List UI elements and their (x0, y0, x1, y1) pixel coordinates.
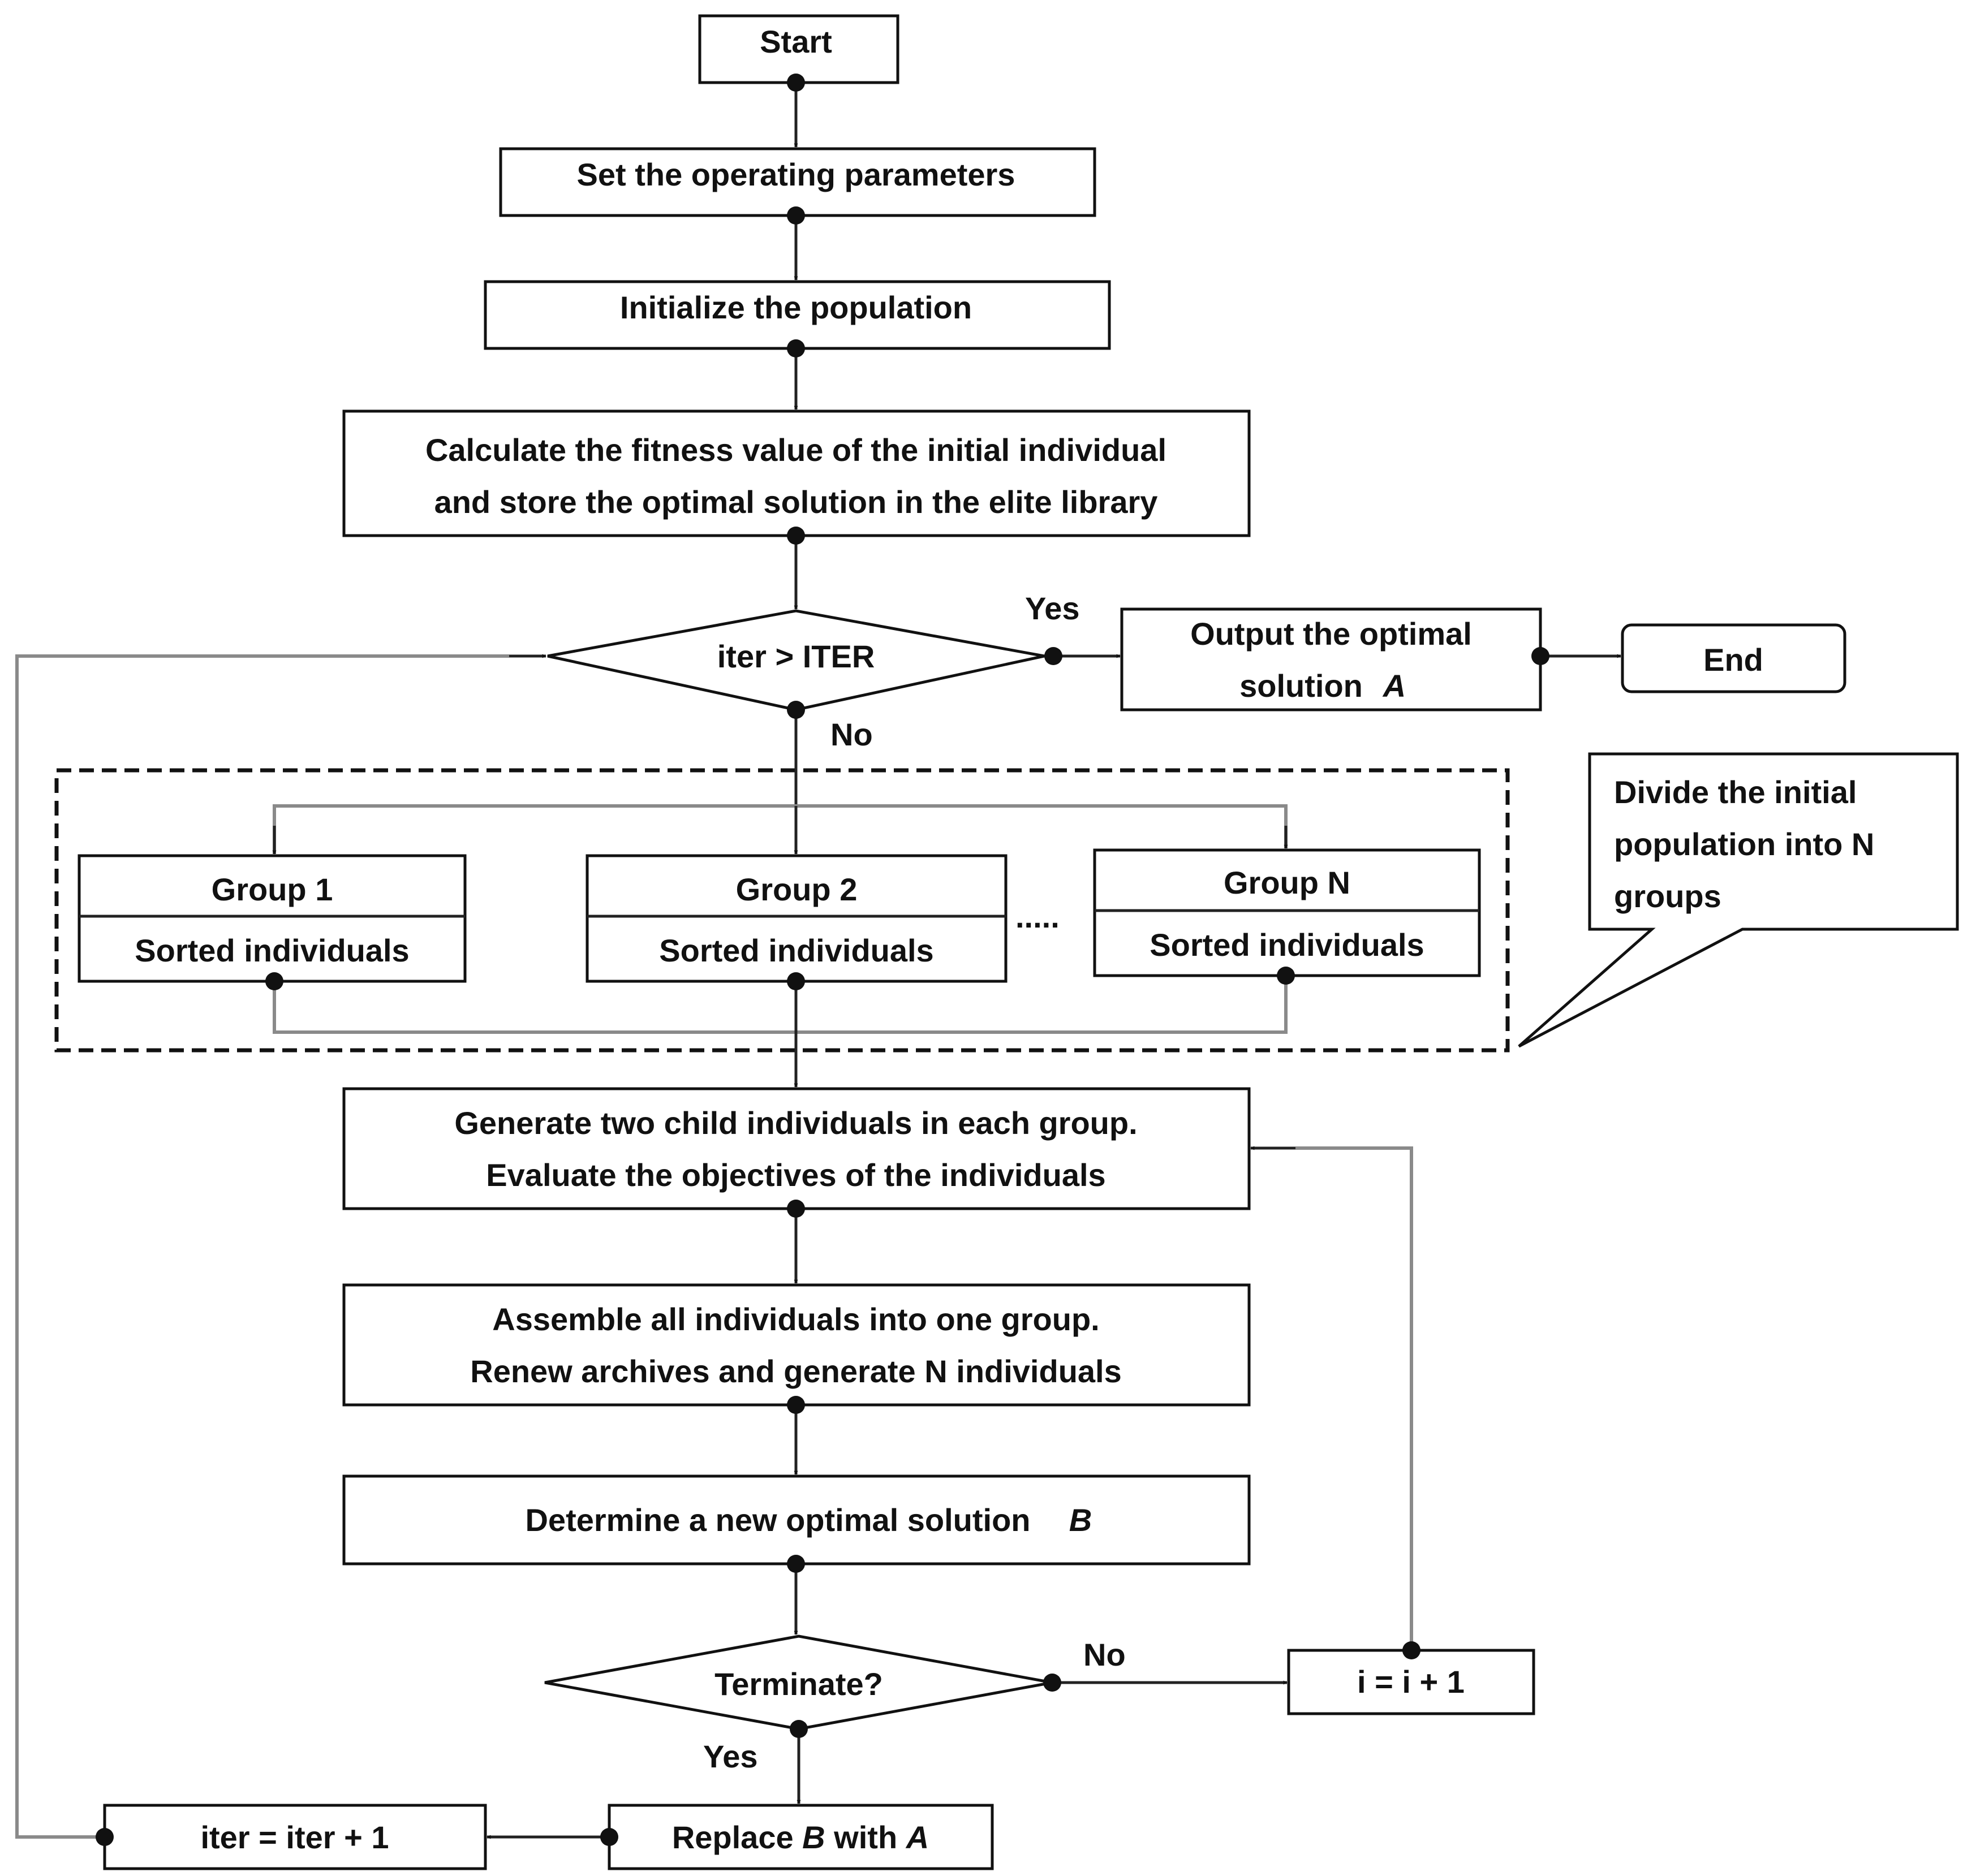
group2-title: Group 2 (736, 872, 858, 907)
output-var-a: A (1382, 668, 1406, 704)
dot (790, 1720, 808, 1738)
replace-prefix: Replace (672, 1819, 802, 1855)
dot (787, 527, 805, 545)
replace-box (608, 1804, 994, 1870)
groupn-title: Group N (1224, 865, 1350, 900)
dot (787, 206, 805, 225)
calc-fitness-label-1: Calculate the fitness value of the initi… (425, 432, 1166, 468)
output-box (1120, 607, 1542, 711)
dot (787, 1555, 805, 1573)
replace-var-a: A (905, 1819, 929, 1855)
group1-box (78, 854, 467, 983)
dot (1044, 647, 1062, 665)
terminate-label: Terminate? (714, 1666, 883, 1702)
generate-label-2: Evaluate the objectives of the individua… (486, 1157, 1105, 1193)
note-label-2: population into N (1614, 826, 1874, 862)
dot (787, 74, 805, 92)
group2-sub: Sorted individuals (659, 933, 933, 968)
group-ellipsis: ..... (1015, 899, 1060, 934)
end-box (1621, 623, 1846, 693)
dot (787, 1396, 805, 1414)
edge-iinc-back (1295, 1146, 1413, 1650)
dot (787, 1200, 805, 1218)
assemble-label-2: Renew archives and generate N individual… (470, 1353, 1122, 1389)
iter-inc-label: iter = iter + 1 (200, 1819, 389, 1855)
start-label: Start (760, 24, 832, 59)
dot (787, 339, 805, 357)
group2-box (586, 854, 1008, 983)
replace-var-b: B (802, 1819, 825, 1855)
edge-group-collect (273, 976, 1288, 1034)
dot (1402, 1641, 1420, 1659)
group1-sub: Sorted individuals (135, 933, 409, 968)
dot (600, 1828, 618, 1846)
group-region-dashed (54, 768, 1510, 1053)
group1-title: Group 1 (212, 872, 333, 907)
assemble-box (342, 1283, 1251, 1407)
i-inc-label: i = i + 1 (1357, 1664, 1465, 1700)
dot (96, 1828, 114, 1846)
term-no-label: No (1083, 1637, 1126, 1672)
dot (1531, 647, 1549, 665)
output-label-1: Output the optimal (1190, 616, 1472, 652)
term-yes-label: Yes (703, 1739, 758, 1774)
groupn-sub: Sorted individuals (1150, 927, 1424, 963)
replace-with: with (825, 1819, 906, 1855)
dot (265, 972, 283, 990)
dot (787, 972, 805, 990)
init-pop-label: Initialize the population (620, 290, 972, 325)
dot (1043, 1674, 1061, 1692)
generate-box (342, 1087, 1251, 1210)
determine-box (342, 1474, 1251, 1566)
output-label-2: solution (1239, 668, 1363, 704)
edge-iterinc-loop (15, 654, 509, 1839)
replace-label: Replace B with A (672, 1819, 929, 1855)
iter-yes-label: Yes (1025, 590, 1080, 626)
iter-no-label: No (830, 717, 873, 752)
determine-var-b: B (1069, 1502, 1092, 1538)
note-label-3: groups (1614, 878, 1721, 914)
end-label: End (1703, 642, 1763, 678)
dot (1277, 967, 1295, 985)
groupn-box (1093, 848, 1481, 977)
edge-group-distribute (273, 804, 1288, 854)
calc-fitness-box (342, 409, 1251, 537)
set-params-label: Set the operating parameters (577, 157, 1015, 192)
dot (787, 701, 805, 719)
iter-check-label: iter > ITER (717, 639, 875, 674)
note-callout (1518, 752, 1959, 1048)
note-label-1: Divide the initial (1614, 774, 1857, 810)
iter-inc-box (103, 1804, 487, 1870)
set-params-box (499, 147, 1096, 217)
generate-label-1: Generate two child individuals in each g… (454, 1105, 1137, 1141)
calc-fitness-label-2: and store the optimal solution in the el… (434, 484, 1158, 520)
assemble-label-1: Assemble all individuals into one group. (492, 1301, 1100, 1337)
determine-label: Determine a new optimal solution (525, 1502, 1030, 1538)
